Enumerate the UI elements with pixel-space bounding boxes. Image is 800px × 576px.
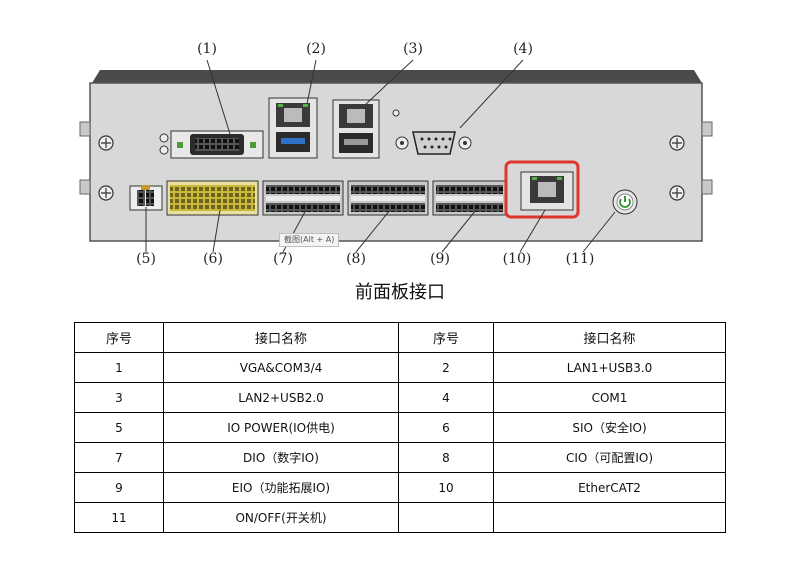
callout-label: (11) <box>565 251 595 267</box>
callout-label: (5) <box>136 251 156 267</box>
table-cell: 1 <box>74 352 164 383</box>
table-cell: 2 <box>398 352 494 383</box>
lan2-usb2-port <box>332 99 400 159</box>
table-cell: 10 <box>398 472 494 503</box>
leader-lines <box>145 59 616 253</box>
ethercat2-port <box>520 171 574 211</box>
column-header: 序号 <box>74 322 164 353</box>
right-latch-bottom <box>701 179 713 195</box>
table-cell: 8 <box>398 442 494 473</box>
table-row: 7 DIO（数字IO) 8 CIO（可配置IO) <box>74 442 726 473</box>
table-cell: 3 <box>74 382 164 413</box>
callout-label: (3) <box>403 41 423 57</box>
callout-label: (7) <box>273 251 293 267</box>
callout-label: (10) <box>502 251 532 267</box>
column-header: 接口名称 <box>163 322 399 353</box>
sio-terminal-block <box>166 180 259 216</box>
table-row: 5 IO POWER(IO供电) 6 SIO（安全IO) <box>74 412 726 443</box>
table-cell: EIO（功能拓展IO) <box>163 472 399 503</box>
table-cell <box>493 502 726 533</box>
callout-label: (4) <box>513 41 533 57</box>
screw-icon <box>98 135 114 151</box>
callout-label: (6) <box>203 251 223 267</box>
column-header: 序号 <box>398 322 494 353</box>
screw-icon <box>98 185 114 201</box>
table-cell: 5 <box>74 412 164 443</box>
power-icon <box>619 196 631 208</box>
table-cell: 11 <box>74 502 164 533</box>
figure-caption: 前面板接口 <box>355 282 445 303</box>
eio-terminal-block <box>432 180 507 216</box>
table-cell: COM1 <box>493 382 726 413</box>
left-latch-bottom <box>79 179 91 195</box>
cio-terminal-block <box>347 180 429 216</box>
com1-db9-port <box>395 131 472 155</box>
table-cell: 9 <box>74 472 164 503</box>
table-cell: VGA&COM3/4 <box>163 352 399 383</box>
column-header: 接口名称 <box>493 322 726 353</box>
callout-label: (9) <box>430 251 450 267</box>
table-cell: ON/OFF(开关机) <box>163 502 399 533</box>
ethercat2-highlight-box <box>504 160 580 219</box>
table-row: 1 VGA&COM3/4 2 LAN1+USB3.0 <box>74 352 726 383</box>
table-cell: DIO（数字IO) <box>163 442 399 473</box>
right-latch-top <box>701 121 713 137</box>
callout-label: (8) <box>346 251 366 267</box>
table-cell: CIO（可配置IO) <box>493 442 726 473</box>
screw-icon <box>669 135 685 151</box>
table-cell: 7 <box>74 442 164 473</box>
table-row: 11 ON/OFF(开关机) <box>74 502 726 533</box>
screw-icon <box>669 185 685 201</box>
table-cell: 6 <box>398 412 494 443</box>
table-cell: LAN1+USB3.0 <box>493 352 726 383</box>
table-cell: SIO（安全IO) <box>493 412 726 443</box>
table-row: 3 LAN2+USB2.0 4 COM1 <box>74 382 726 413</box>
dio-terminal-block <box>262 180 344 216</box>
front-panel-figure: (1) (2) (3) (4) (5) (6) (7) (8) (9) (10)… <box>79 41 713 303</box>
table-cell <box>398 502 494 533</box>
table-row: 9 EIO（功能拓展IO) 10 EtherCAT2 <box>74 472 726 503</box>
table-cell: IO POWER(IO供电) <box>163 412 399 443</box>
screenshot-tooltip: 截图(Alt + A) <box>279 233 340 247</box>
vga-com-connector <box>159 130 264 159</box>
io-power-terminal <box>129 185 163 211</box>
table-header-row: 序号 接口名称 序号 接口名称 <box>74 322 726 353</box>
front-panel-drawing <box>79 59 713 253</box>
table-cell: LAN2+USB2.0 <box>163 382 399 413</box>
table-cell: EtherCAT2 <box>493 472 726 503</box>
interface-table: 序号 接口名称 序号 接口名称 1 VGA&COM3/4 2 LAN1+USB3… <box>74 322 726 533</box>
table-cell: 4 <box>398 382 494 413</box>
callout-label: (1) <box>197 41 217 57</box>
power-button[interactable] <box>612 189 638 215</box>
callout-label: (2) <box>306 41 326 57</box>
left-latch-top <box>79 121 91 137</box>
chassis-top-edge <box>92 70 702 83</box>
lan1-usb3-port <box>268 97 318 159</box>
